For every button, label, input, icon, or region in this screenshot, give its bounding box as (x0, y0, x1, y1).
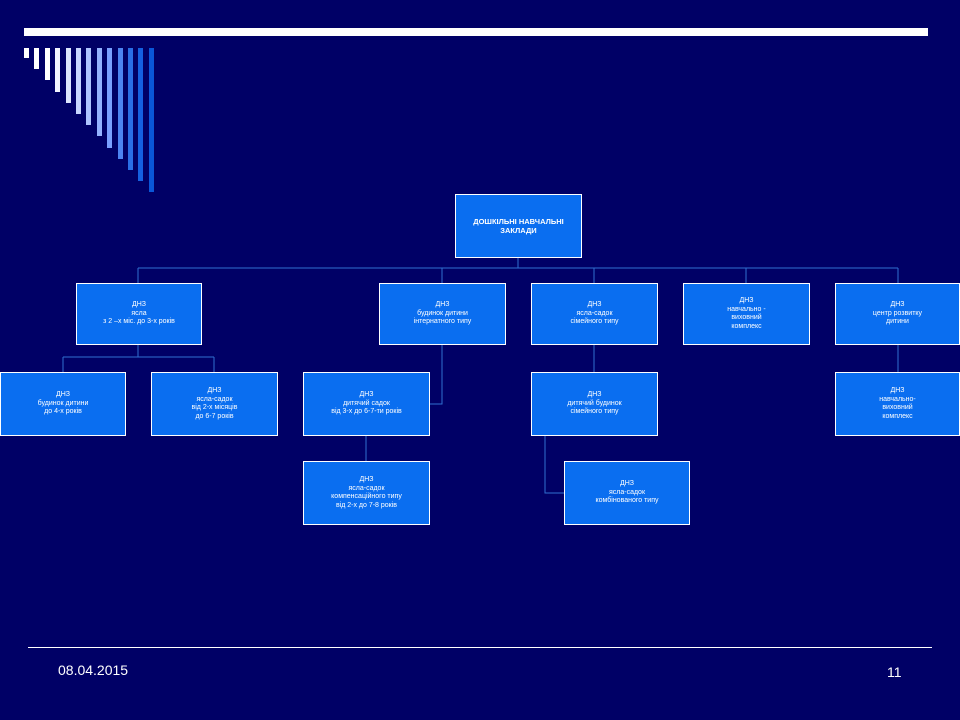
node-tsentr-rozvytku: ДНЗ центр розвитку дитини (835, 283, 960, 345)
decorative-stripe (24, 48, 29, 58)
bottom-rule (28, 647, 932, 648)
node-yasla-sadok-kompens: ДНЗ ясла-садок компенсаційного типу від … (303, 461, 430, 525)
decorative-stripe (44, 48, 50, 81)
node-dytyachyi-budynok-simeinyi: ДНЗ дитячий будинок сімейного типу (531, 372, 658, 436)
connector-budynok-to-kombinovanyi (544, 435, 565, 494)
slide-date: 08.04.2015 (58, 662, 129, 678)
node-root: ДОШКІЛЬНІ НАВЧАЛЬНІ ЗАКЛАДИ (455, 194, 582, 258)
connector-internat-to-sadok (429, 345, 443, 405)
node-dytyachyi-sadok: ДНЗ дитячий садок від 3-х до 6-7-ти рокі… (303, 372, 430, 436)
node-budynok-internat: ДНЗ будинок дитини інтернатного типу (379, 283, 506, 345)
decorative-stripe (86, 48, 92, 126)
node-yasla-sadok-2m: ДНЗ ясла-садок від 2-х місяців до 6-7 ро… (151, 372, 278, 436)
node-nvk-2: ДНЗ навчально- виховний комплекс (835, 372, 960, 436)
node-nvk-1: ДНЗ навчально - виховний комплекс (683, 283, 810, 345)
node-yasla-sadok-kombinovanyi: ДНЗ ясла-садок комбінованого типу (564, 461, 690, 525)
decorative-stripe (107, 48, 113, 148)
node-yasla-sadok-simeinyi: ДНЗ ясла-садок сімейного типу (531, 283, 658, 345)
decorative-stripe (117, 48, 123, 159)
decorative-stripe (96, 48, 102, 137)
decorative-stripe (138, 48, 144, 182)
node-yasla: ДНЗ ясла з 2 –х міс. до 3-х років (76, 283, 202, 345)
top-rule (24, 28, 928, 36)
node-budynok-dytyny: ДНЗ будинок дитини до 4-х років (0, 372, 126, 436)
decorative-stripe (148, 48, 154, 193)
decorative-stripe (128, 48, 133, 170)
slide-page-number: 11 (887, 664, 902, 680)
decorative-stripe (34, 48, 40, 70)
decorative-stripe (76, 48, 81, 114)
decorative-stripe (55, 48, 61, 92)
decorative-stripe (65, 48, 71, 103)
